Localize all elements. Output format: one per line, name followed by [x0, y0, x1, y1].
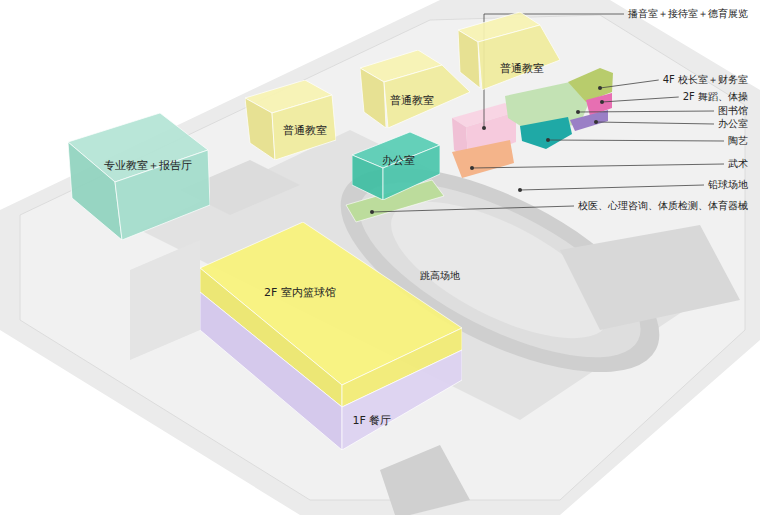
- leader-dot: [546, 138, 550, 142]
- leader-dot: [576, 110, 580, 114]
- callout-label: 图书馆: [718, 105, 748, 117]
- callout-label: 2F 舞蹈、体操: [683, 91, 748, 103]
- callout-label: 校医、心理咨询、体质检测、体育器械: [578, 200, 748, 212]
- block-shape: [200, 292, 462, 450]
- block-label: 办公室: [382, 154, 415, 167]
- callout-label: 办公室: [718, 118, 748, 130]
- block-shape: [245, 80, 336, 160]
- callout-label: 武术: [728, 158, 748, 170]
- leader-line: [602, 97, 679, 102]
- callout-label: 播音室＋接待室＋德育展览: [628, 8, 748, 20]
- leader-dot: [470, 166, 474, 170]
- block-label: 1F 餐厅: [353, 414, 392, 427]
- building-block: 专业教室＋报告厅: [68, 113, 210, 240]
- block-label: 普通教室: [390, 94, 434, 107]
- leader-line: [372, 206, 574, 212]
- block-shape: [68, 113, 210, 240]
- leader-dot: [594, 120, 598, 124]
- block-label: 普通教室: [500, 62, 544, 75]
- leader-dot: [600, 100, 604, 104]
- leader-dot: [518, 188, 522, 192]
- block-label: 专业教室＋报告厅: [104, 159, 192, 172]
- block-shape: [360, 50, 470, 128]
- building-block: 普通教室: [360, 50, 470, 128]
- block-label: 2F 室内篮球馆: [264, 286, 336, 299]
- leader-dot: [370, 210, 374, 214]
- callout-label: 跳高场地: [420, 270, 460, 282]
- leader-dot: [598, 86, 602, 90]
- building-block: 普通教室: [245, 80, 336, 160]
- callout-label: 陶艺: [728, 135, 748, 147]
- leader-line: [596, 122, 714, 124]
- callout-label: 铅球场地: [708, 179, 748, 191]
- leader-line: [472, 164, 724, 168]
- leader-line: [520, 185, 704, 190]
- leader-dot: [482, 126, 486, 130]
- block-shape: [458, 12, 560, 90]
- block-label: 普通教室: [283, 124, 327, 137]
- building-block: 1F 餐厅: [200, 292, 462, 450]
- leader-line: [578, 111, 714, 112]
- leader-line: [600, 80, 659, 88]
- building-block: 办公室: [352, 132, 440, 200]
- callout-label: 4F 校长室＋财务室: [663, 74, 748, 86]
- building-block: 普通教室: [458, 12, 560, 90]
- leader-line: [548, 140, 724, 141]
